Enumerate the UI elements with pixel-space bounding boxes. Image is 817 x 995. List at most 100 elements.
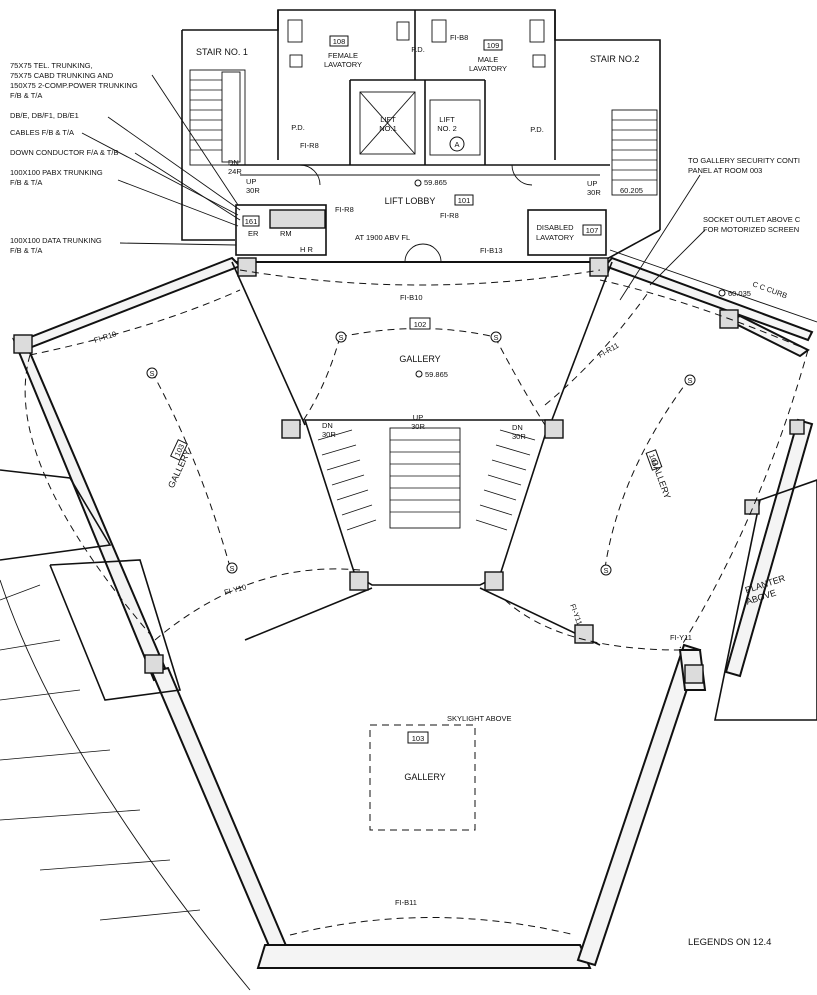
note-2-line-1: DB/E, DB/F1, DB/E1 bbox=[10, 111, 79, 120]
kerb-label: C C CURB bbox=[751, 279, 788, 300]
left-notes: 75X75 TEL. TRUNKING, 75X75 CABD TRUNKING… bbox=[10, 61, 241, 255]
stair-dn24-2: 24R bbox=[228, 167, 242, 176]
stair-up30b-2: 30R bbox=[587, 188, 601, 197]
right-note-2-line-2: FOR MOTORIZED SCREEN bbox=[703, 225, 799, 234]
svg-text:S: S bbox=[338, 333, 343, 342]
pd-label-2: P.D. bbox=[411, 45, 425, 54]
level-marker-lobby bbox=[414, 179, 422, 187]
switch-s-2: S bbox=[490, 331, 502, 343]
switch-s-4: S bbox=[684, 374, 696, 386]
svg-text:S: S bbox=[493, 333, 498, 342]
circuit-b10: FI-B10 bbox=[400, 293, 423, 302]
central-stair-treads bbox=[317, 429, 536, 531]
circuit-y11a: FI-Y11 bbox=[568, 603, 584, 627]
circuit-b11: FI-B11 bbox=[395, 898, 417, 907]
stair-1-label: STAIR NO. 1 bbox=[196, 47, 248, 57]
room-tag-female-lav: 108 bbox=[329, 35, 349, 47]
lift-2-label-2: NO. 2 bbox=[437, 124, 457, 133]
stair-dn30b-1: DN bbox=[512, 423, 523, 432]
right-note-2-line-1: SOCKET OUTLET ABOVE C bbox=[703, 215, 801, 224]
note-1-line-3: 150X75 2-COMP.POWER TRUNKING bbox=[10, 81, 138, 90]
stair-dn24-1: DN bbox=[228, 158, 239, 167]
switch-s-5: S bbox=[226, 562, 238, 574]
level-east: 60.205 bbox=[620, 186, 643, 195]
room-tag-gallery-right: 104 bbox=[645, 449, 663, 471]
stair-dn30a-1: DN bbox=[322, 421, 333, 430]
note-5-line-2: F/B & T/A bbox=[10, 178, 42, 187]
female-lav-label-1: FEMALE bbox=[328, 51, 358, 60]
svg-text:S: S bbox=[149, 369, 154, 378]
legend-reference: LEGENDS ON 12.4 bbox=[688, 937, 771, 948]
circuit-y10: FI-Y10 bbox=[223, 582, 247, 597]
right-notes: TO GALLERY SECURITY CONTI PANEL AT ROOM … bbox=[619, 156, 801, 301]
room-tag-male-lav: 109 bbox=[483, 39, 503, 51]
circuit-r8a: FI-R8 bbox=[335, 205, 354, 214]
female-lav-label-2: LAVATORY bbox=[324, 60, 362, 69]
room-tag-gallery-main: 102 bbox=[409, 317, 431, 330]
level-lobby: 59.865 bbox=[424, 178, 447, 187]
stair-dn30a-2: 30R bbox=[322, 430, 336, 439]
note-6-line-2: F/B & T/A bbox=[10, 246, 42, 255]
stair-dn30b-2: 30R bbox=[512, 432, 526, 441]
gallery-walls bbox=[0, 249, 817, 991]
level-kerb: 60.035 bbox=[728, 289, 751, 298]
pd-label-1: P.D. bbox=[291, 123, 305, 132]
switch-s-1: S bbox=[335, 331, 347, 343]
level-gallery: 59.865 bbox=[425, 370, 448, 379]
svg-text:104: 104 bbox=[647, 453, 660, 468]
note-4-line-1: DOWN CONDUCTOR F/A & T/B bbox=[10, 148, 118, 157]
north-core bbox=[181, 9, 661, 263]
pd-label-3: P.D. bbox=[530, 125, 544, 134]
note-1-line-2: 75X75 CABD TRUNKING AND bbox=[10, 71, 114, 80]
circuit-at: AT 1900 ABV FL bbox=[355, 233, 410, 242]
right-note-1-line-2: PANEL AT ROOM 003 bbox=[688, 166, 762, 175]
rm-label: RM bbox=[280, 229, 292, 238]
note-6-line-1: 100X100 DATA TRUNKING bbox=[10, 236, 102, 245]
room-tag-er: 161 bbox=[242, 215, 260, 227]
stair-up30a-1: UP bbox=[246, 177, 256, 186]
svg-text:161: 161 bbox=[245, 217, 258, 226]
lift-1-label-1: LIFT bbox=[380, 115, 396, 124]
room-tag-lift-lobby: 101 bbox=[454, 194, 474, 206]
lift-2-marker bbox=[449, 136, 465, 152]
stair-2-treads bbox=[612, 119, 657, 181]
note-3-line-1: CABLES F/B & T/A bbox=[10, 128, 74, 137]
stair-up30b-1: UP bbox=[587, 179, 597, 188]
svg-text:102: 102 bbox=[414, 320, 427, 329]
er-label: ER bbox=[248, 229, 259, 238]
svg-text:109: 109 bbox=[487, 41, 500, 50]
switch-s-3: S bbox=[146, 367, 158, 379]
svg-text:108: 108 bbox=[333, 37, 346, 46]
right-note-1-line-1: TO GALLERY SECURITY CONTI bbox=[688, 156, 800, 165]
circuit-r8c: FI-R8 bbox=[300, 141, 319, 150]
svg-text:101: 101 bbox=[458, 196, 471, 205]
room-tag-gallery-left: 103 bbox=[170, 439, 188, 461]
stair-2-label: STAIR NO.2 bbox=[590, 54, 639, 64]
circuit-b8: FI-B8 bbox=[450, 33, 468, 42]
svg-text:S: S bbox=[603, 566, 608, 575]
hr-label: H R bbox=[300, 245, 314, 254]
room-tag-disabled-lav: 107 bbox=[582, 224, 602, 236]
disabled-lav-label-1: DISABLED bbox=[536, 223, 574, 232]
svg-text:S: S bbox=[687, 376, 692, 385]
gallery-right-label: GALLERY bbox=[649, 458, 673, 500]
room-tag-gallery-bottom: 103 bbox=[407, 731, 429, 744]
male-lav-label-1: MALE bbox=[478, 55, 498, 64]
svg-text:103: 103 bbox=[412, 734, 425, 743]
stair-up30c-2: 30R bbox=[411, 422, 425, 431]
circuit-b13: FI-B13 bbox=[480, 246, 503, 255]
circuit-r10: FI-R10 bbox=[93, 329, 118, 345]
lift-lobby-label: LIFT LOBBY bbox=[385, 196, 436, 206]
note-1-line-4: F/B & T/A bbox=[10, 91, 42, 100]
circuit-r8b: FI-R8 bbox=[440, 211, 459, 220]
gallery-main-label: GALLERY bbox=[399, 354, 440, 364]
lift-2-mark: A bbox=[454, 140, 459, 149]
lift-1-label-2: NO.1 bbox=[379, 124, 397, 133]
level-marker-gallery bbox=[415, 370, 423, 378]
levels: 59.865 59.865 60.205 60.035 bbox=[424, 178, 751, 379]
gallery-bottom-label: GALLERY bbox=[404, 772, 445, 782]
stair-up30c-1: UP bbox=[413, 413, 423, 422]
switch-symbols: S S S S S S bbox=[146, 136, 726, 576]
disabled-lav-label-2: LAVATORY bbox=[536, 233, 574, 242]
